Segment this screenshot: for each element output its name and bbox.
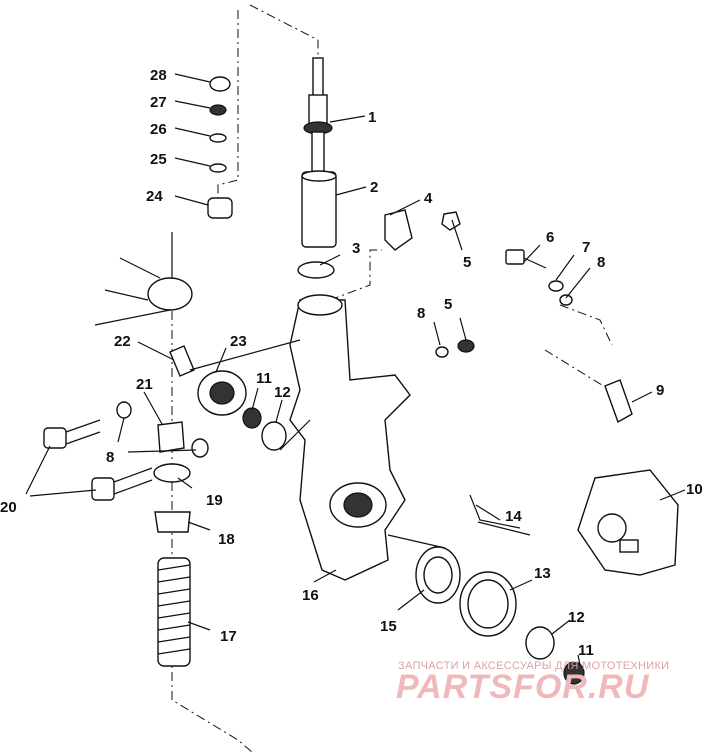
washer-12-lower xyxy=(525,626,555,660)
brake-pad xyxy=(604,379,633,424)
watermark-logo: PARTSFOR.RU xyxy=(396,668,650,706)
callout-9: 9 xyxy=(656,382,664,399)
bumper-18 xyxy=(154,511,191,533)
centerline-right xyxy=(329,249,382,301)
nut-lower xyxy=(457,339,475,353)
callout-17: 17 xyxy=(220,628,237,645)
nut-11-upper xyxy=(242,407,262,429)
callout-16: 16 xyxy=(302,587,319,604)
caliper xyxy=(577,469,679,576)
washer-8-mid xyxy=(435,346,449,358)
callout-8-right: 8 xyxy=(597,254,605,271)
centerline-pad xyxy=(544,349,611,391)
washer-25 xyxy=(209,163,227,173)
centerline-bolt-6 xyxy=(559,304,613,346)
washer-8-right xyxy=(559,294,573,306)
bolt-6 xyxy=(505,249,547,269)
washer-8-left-b xyxy=(191,438,209,458)
washer-7 xyxy=(548,280,564,292)
washer-26 xyxy=(209,133,227,143)
cap-28 xyxy=(209,76,231,92)
callout-8-mid: 8 xyxy=(417,305,425,322)
callout-20: 20 xyxy=(0,499,17,516)
callout-26: 26 xyxy=(150,121,167,138)
callout-18: 18 xyxy=(218,531,235,548)
callout-3: 3 xyxy=(352,240,360,257)
callout-10: 10 xyxy=(686,481,703,498)
strut-body xyxy=(301,170,337,248)
callout-5-mid: 5 xyxy=(444,296,452,313)
washer-8-left-a xyxy=(116,401,132,419)
callout-2: 2 xyxy=(370,179,378,196)
spring-seat-19 xyxy=(153,463,191,483)
bolt-20-lower xyxy=(91,467,153,501)
callout-25: 25 xyxy=(150,151,167,168)
bracket xyxy=(384,209,413,251)
watermark-caption: ЗАПЧАСТИ И АКСЕССУАРЫ ДЛЯ МОТОТЕХНИКИ xyxy=(398,660,670,672)
grease-fitting-22 xyxy=(169,345,195,377)
callout-15: 15 xyxy=(380,618,397,635)
callout-11-upper: 11 xyxy=(256,370,272,387)
callout-5-upper: 5 xyxy=(463,254,471,271)
callout-14: 14 xyxy=(505,508,522,525)
callout-11-lower: 11 xyxy=(578,642,594,659)
callout-1: 1 xyxy=(368,109,376,126)
callout-27: 27 xyxy=(150,94,167,111)
callout-8-left: 8 xyxy=(106,449,114,466)
nut-27 xyxy=(209,104,227,116)
nut-21 xyxy=(157,421,185,453)
callout-24: 24 xyxy=(146,188,163,205)
callout-21: 21 xyxy=(136,376,153,393)
bushing-24 xyxy=(207,197,233,219)
callout-12-upper: 12 xyxy=(274,384,291,401)
strut-shaft xyxy=(303,57,333,173)
spring-17 xyxy=(157,557,191,667)
washer-12-upper xyxy=(261,421,287,451)
centerline-left-stack xyxy=(217,10,239,215)
seal-ring xyxy=(297,261,335,279)
bolt-20-upper xyxy=(43,419,101,449)
nut-11-lower xyxy=(563,661,585,685)
steering-knuckle xyxy=(189,294,411,581)
upper-mount xyxy=(147,277,193,311)
sensor-wire xyxy=(387,494,531,549)
nut-upper xyxy=(441,211,461,231)
callout-13: 13 xyxy=(534,565,551,582)
callout-12-lower: 12 xyxy=(568,609,585,626)
callout-22: 22 xyxy=(114,333,131,350)
callout-7: 7 xyxy=(582,239,590,256)
callout-6: 6 xyxy=(546,229,554,246)
callout-19: 19 xyxy=(206,492,223,509)
callout-23: 23 xyxy=(230,333,247,350)
callout-4: 4 xyxy=(424,190,433,207)
centerline-main xyxy=(249,4,319,60)
callout-28: 28 xyxy=(150,67,167,84)
